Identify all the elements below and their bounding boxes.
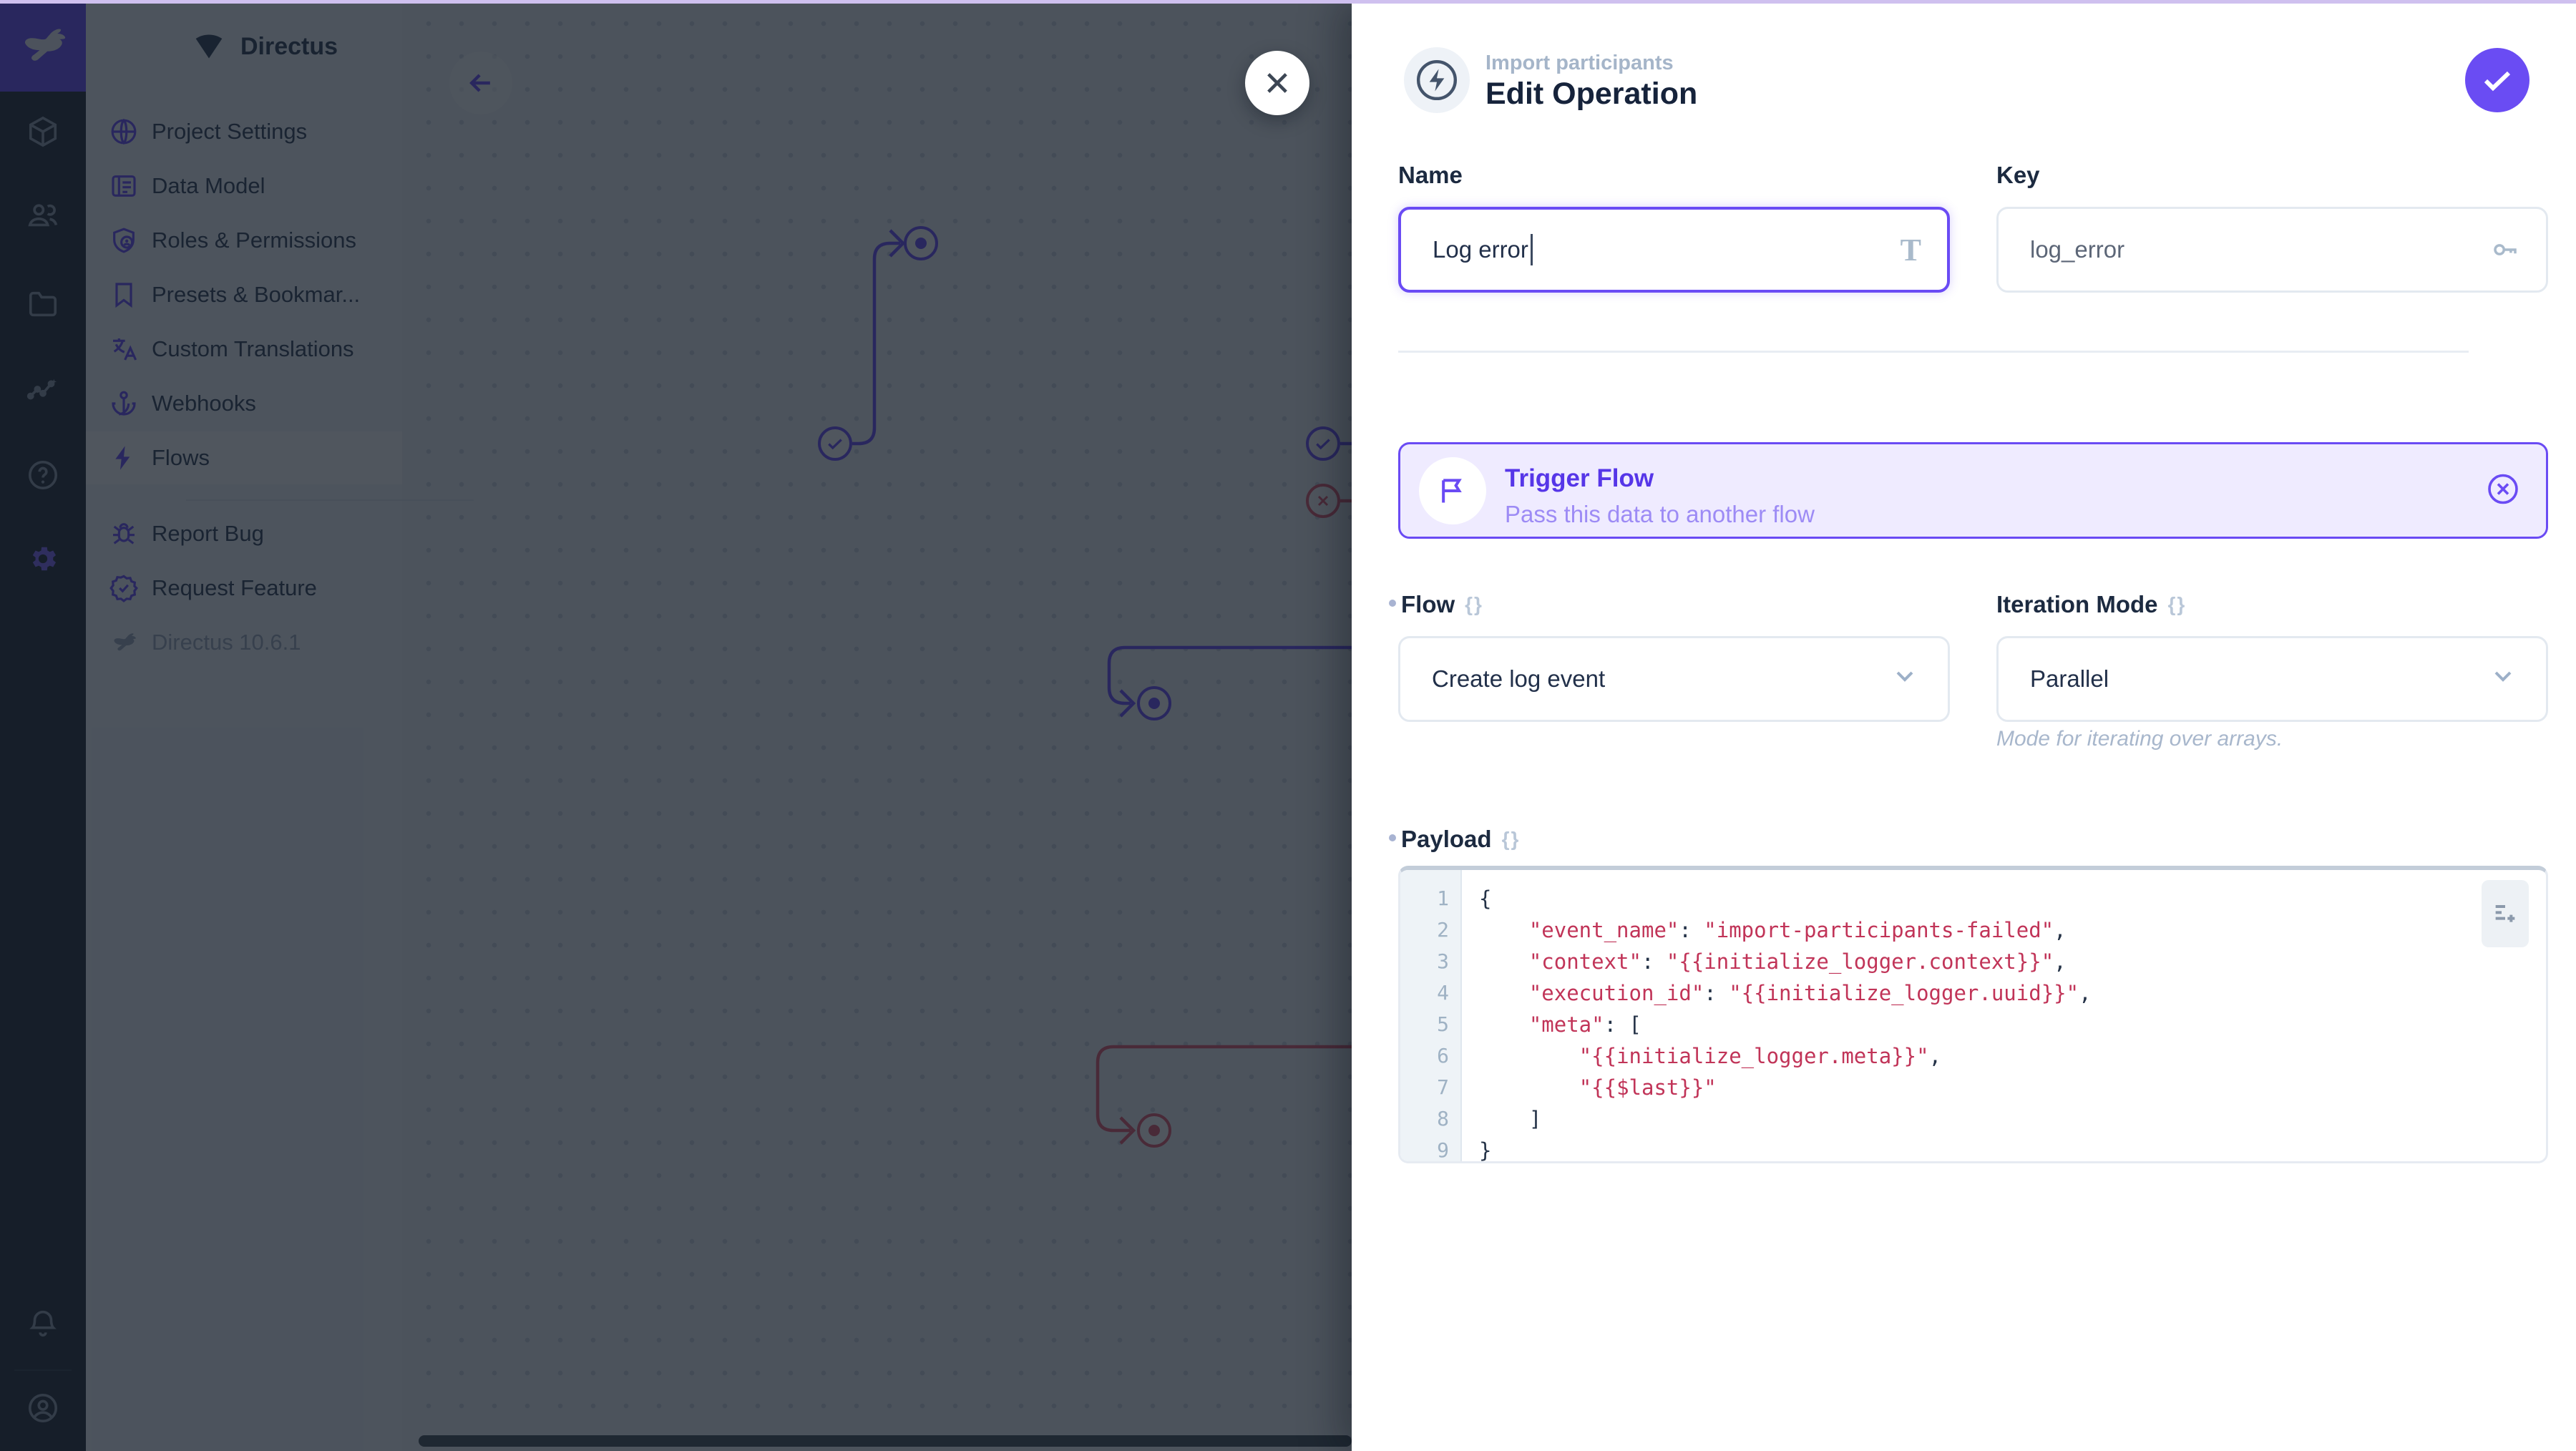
payload-label: Payload {}: [1401, 826, 1520, 853]
chevron-down-icon: [1890, 662, 1919, 696]
line-number: 9: [1437, 1138, 1449, 1162]
name-value: Log error: [1433, 236, 1528, 263]
line-number-gutter: 1 2 3 4 5 6 7 8 9: [1400, 870, 1462, 1161]
payload-code-editor[interactable]: 1 2 3 4 5 6 7 8 9 { "event_name": "import-partic…: [1398, 866, 2548, 1163]
payload-label-text: Payload: [1401, 826, 1492, 852]
key-input[interactable]: log_error: [1996, 207, 2548, 293]
edit-operation-drawer: Import participants Edit Operation Name …: [1352, 0, 2576, 1451]
bolt-circle-icon: [1416, 59, 1458, 101]
flow-label-text: Flow: [1401, 591, 1455, 617]
line-number: 7: [1437, 1075, 1449, 1099]
line-number: 4: [1437, 981, 1449, 1005]
iteration-note: Mode for iterating over arrays.: [1996, 727, 2283, 751]
flow-select[interactable]: Create log event: [1398, 636, 1950, 722]
key-label: Key: [1996, 162, 2040, 188]
code-line[interactable]: "meta": [: [1528, 1012, 1641, 1037]
name-label: Name: [1398, 162, 1463, 188]
drawer-breadcrumb[interactable]: Import participants: [1485, 52, 1674, 74]
edited-dot: [1389, 600, 1396, 607]
flag-icon: [1419, 456, 1486, 524]
chevron-down-icon: [2489, 662, 2517, 696]
key-value: log_error: [2030, 236, 2125, 263]
divider: [1398, 351, 2469, 353]
list-plus-icon[interactable]: [2482, 880, 2529, 947]
raw-value-icon[interactable]: {}: [1501, 828, 1521, 850]
done-button[interactable]: [2465, 48, 2529, 112]
line-number: 8: [1437, 1107, 1449, 1130]
code-line[interactable]: ]: [1479, 1107, 1542, 1131]
line-number: 1: [1437, 886, 1449, 910]
edited-dot: [1389, 834, 1396, 841]
notice-subtitle: Pass this data to another flow: [1505, 501, 1815, 527]
code-line[interactable]: {: [1479, 886, 1492, 911]
check-icon: [2484, 71, 2511, 92]
code-line[interactable]: "context": "{{initialize_logger.context}…: [1528, 949, 2067, 974]
close-circle-icon[interactable]: [2486, 472, 2520, 509]
trigger-flow-notice[interactable]: Trigger Flow Pass this data to another f…: [1398, 442, 2548, 539]
name-input[interactable]: Log error T: [1398, 207, 1950, 293]
flow-value: Create log event: [1432, 665, 1606, 692]
iteration-label-text: Iteration Mode: [1996, 591, 2158, 617]
code-line[interactable]: "{{initialize_logger.meta}}",: [1579, 1044, 1942, 1068]
close-icon: [1267, 73, 1287, 93]
iteration-label: Iteration Mode {}: [1996, 591, 2186, 618]
code-line[interactable]: }: [1479, 1138, 1492, 1163]
notice-title: Trigger Flow: [1505, 464, 1654, 492]
operation-icon: [1404, 47, 1470, 113]
line-number: 5: [1437, 1012, 1449, 1036]
raw-value-icon[interactable]: {}: [2167, 593, 2187, 615]
flow-label: Flow {}: [1401, 591, 1483, 618]
drawer-title: Edit Operation: [1485, 77, 1698, 111]
line-number: 6: [1437, 1044, 1449, 1068]
code-line[interactable]: "event_name": "import-participants-faile…: [1528, 918, 2067, 942]
iteration-value: Parallel: [2030, 665, 2109, 692]
title-formatter-icon[interactable]: T: [1900, 232, 1921, 268]
key-icon: [2490, 235, 2520, 265]
top-accent-strip: [0, 0, 2576, 4]
code-line[interactable]: "execution_id": "{{initialize_logger.uui…: [1528, 981, 2092, 1005]
code-line[interactable]: "{{$last}}": [1579, 1075, 1717, 1100]
iteration-select[interactable]: Parallel: [1996, 636, 2548, 722]
close-drawer-button[interactable]: [1245, 51, 1309, 115]
raw-value-icon[interactable]: {}: [1465, 593, 1483, 615]
line-number: 2: [1437, 918, 1449, 942]
text-caret: [1530, 234, 1533, 265]
line-number: 3: [1437, 949, 1449, 973]
